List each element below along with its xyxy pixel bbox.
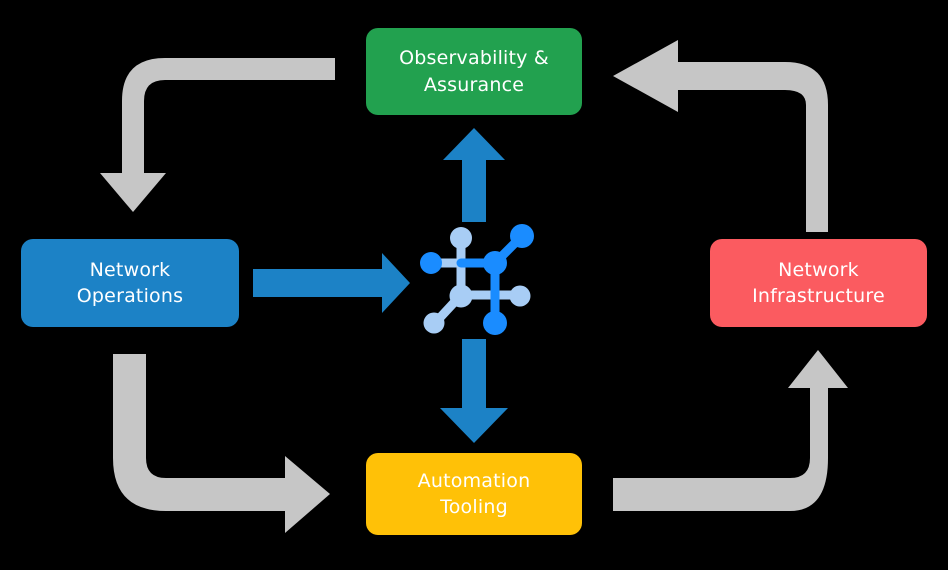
gray-arrow-automation-to-netinfra	[613, 350, 848, 511]
network-icon-links	[427, 232, 526, 327]
node-box-automation-tooling[interactable]: Automation Tooling	[366, 453, 582, 535]
network-icon-nodes	[420, 224, 534, 335]
gray-arrow-netinfra-to-observability	[613, 40, 828, 232]
blue-arrow-netops-to-center	[253, 253, 410, 313]
blue-arrow-center-to-observability	[443, 128, 505, 222]
gray-arrow-observability-to-netops	[100, 58, 335, 212]
node-box-network-infrastructure[interactable]: Network Infrastructure	[710, 239, 927, 327]
blue-arrow-center-to-automation	[440, 339, 508, 443]
node-box-observability[interactable]: Observability & Assurance	[366, 28, 582, 115]
gray-arrow-netops-to-automation	[113, 354, 330, 533]
node-box-network-operations[interactable]: Network Operations	[21, 239, 239, 327]
